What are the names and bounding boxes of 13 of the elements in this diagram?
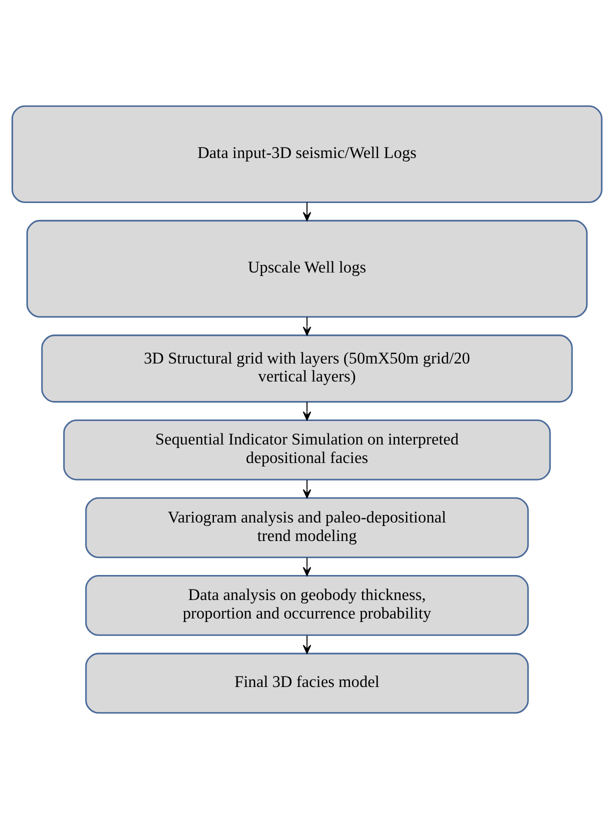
arrow (302, 480, 312, 498)
node-box: Data input-3D seismic/Well Logs (12, 105, 602, 204)
node-box: Variogram analysis and paleo-depositional trend modeling (85, 497, 529, 558)
node-box: 3D Structural grid with layers (50mX50m grid/20 vertical layers) (41, 334, 573, 403)
node-box: Upscale Well logs (26, 220, 588, 318)
arrow (302, 402, 312, 420)
node-box: Sequential Indicator Simulation on interpreted depositional facies (63, 419, 551, 480)
arrow (302, 636, 312, 654)
node-box: Final 3D facies model (85, 652, 529, 714)
arrow (302, 202, 312, 222)
node-box: Data analysis on geobody thickness, proportion and occurrence probability (85, 575, 529, 636)
arrow (302, 316, 312, 336)
arrow (302, 558, 312, 576)
